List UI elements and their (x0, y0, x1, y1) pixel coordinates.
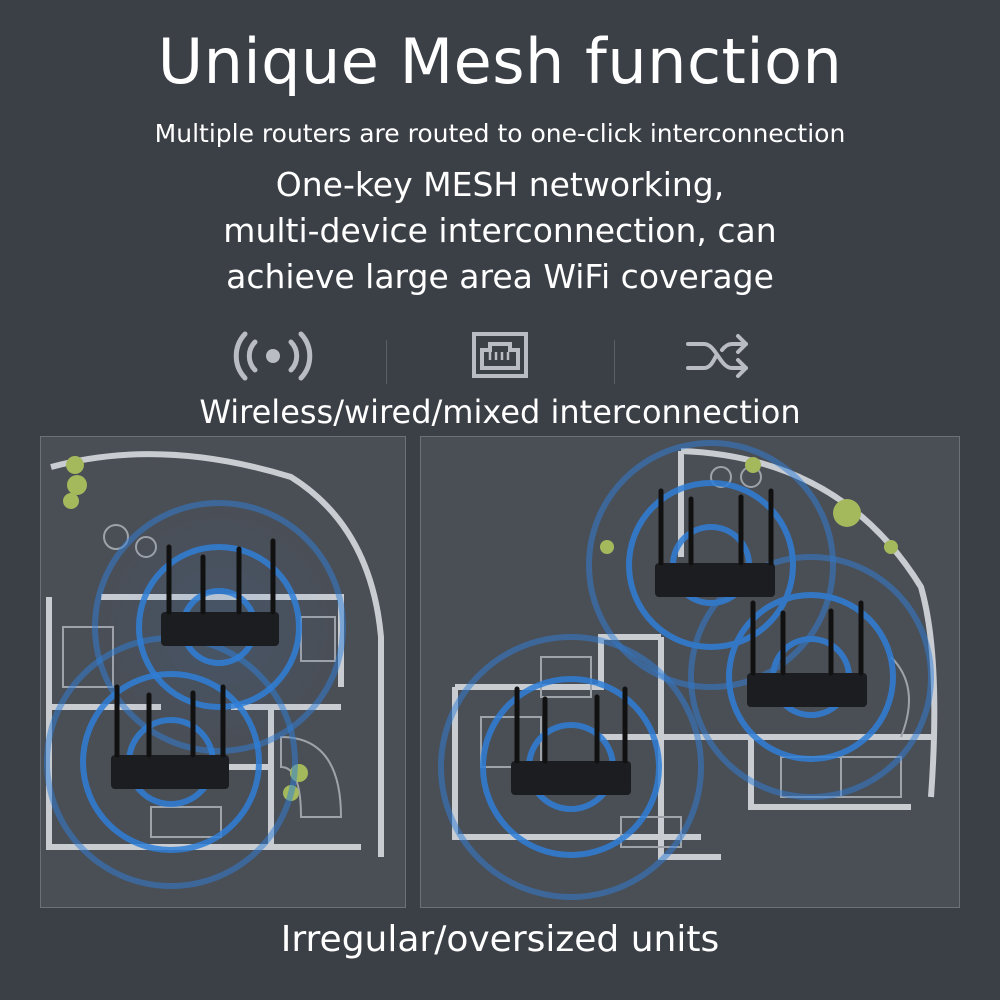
footer-label: Irregular/oversized units (280, 919, 720, 960)
router-image (161, 538, 279, 646)
floorplan-left-panel (40, 436, 406, 908)
interconnection-label: Wireless/wired/mixed interconnection (199, 393, 801, 431)
icon-divider (386, 340, 387, 384)
ethernet-port-icon (460, 326, 540, 386)
floorplan-right-panel (420, 436, 960, 908)
interconnection-icons (0, 326, 1000, 386)
wireless-icon (233, 326, 313, 386)
description-line: One-key MESH networking, (275, 165, 725, 204)
feature-description: One-key MESH networking, multi-device in… (0, 162, 1000, 300)
shuffle-icon (680, 326, 760, 386)
description-line: achieve large area WiFi coverage (226, 257, 774, 296)
page-title: Unique Mesh function (157, 25, 843, 98)
description-line: multi-device interconnection, can (223, 211, 777, 250)
page-subtitle: Multiple routers are routed to one-click… (154, 119, 846, 148)
icon-divider (614, 340, 615, 384)
